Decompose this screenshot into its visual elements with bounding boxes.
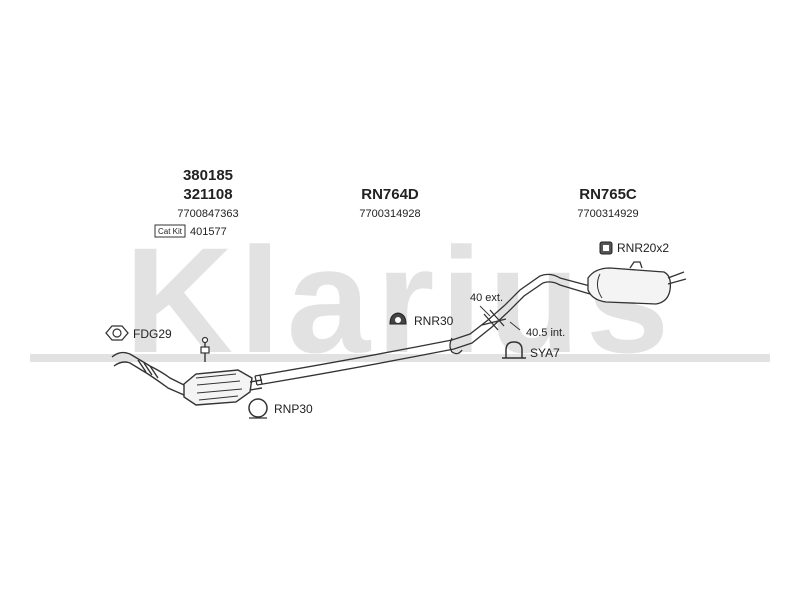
int-leader	[509, 321, 521, 331]
part-number-380185: 380185	[183, 167, 233, 184]
tailpipe	[667, 271, 687, 285]
oem-number: 7700314928	[359, 208, 420, 220]
fitting-label-sya7: SYA7	[530, 346, 560, 360]
catkit-ref: 401577	[190, 226, 227, 238]
catkit-label: Cat Kit	[158, 227, 183, 236]
fitting-label-fdg29: FDG29	[133, 327, 172, 341]
silencer-seam	[596, 273, 603, 299]
middle-pipe-end	[254, 375, 258, 386]
rear-pipe-bottom	[507, 281, 591, 313]
part-number-321108: 321108	[183, 186, 232, 203]
catalytic-converter	[111, 351, 263, 406]
clamp-sya7: SYA7	[502, 341, 560, 360]
oem-number: 7700847363	[177, 208, 238, 220]
rubber-mount-rnr30: RNR30	[389, 312, 454, 328]
middle-pipe-top	[254, 304, 506, 377]
part-number-rn764d: RN764D	[361, 186, 419, 203]
middle-pipe-bottom	[256, 311, 509, 386]
fitting-label-rnr20: RNR20x2	[617, 241, 669, 255]
rear-pipe-top	[504, 273, 591, 306]
group-catalytic: 380185 321108 7700847363 Cat Kit 401577	[154, 167, 239, 238]
group-rear-silencer: RN765C 7700314929	[577, 186, 638, 220]
silencer-body	[587, 267, 672, 305]
gasket-hole	[112, 328, 122, 338]
rubber-mount-hole	[395, 317, 401, 323]
fitting-label-rnr30: RNR30	[414, 314, 454, 328]
catkit-badge	[154, 224, 186, 238]
middle-pipe	[254, 304, 509, 386]
rear-section	[504, 261, 687, 313]
lambda-sensor-icon	[200, 336, 210, 362]
cat-body	[183, 369, 253, 406]
ring-icon	[248, 398, 268, 418]
oem-number: 7700314929	[577, 208, 638, 220]
ring-rnp30: RNP30	[248, 398, 313, 419]
rubber-mount-rnr20: RNR20x2	[599, 241, 669, 255]
silencer-bracket	[629, 261, 643, 269]
hanger-loop	[449, 337, 463, 355]
joint-marks	[479, 305, 521, 331]
note-ext: 40 ext.	[470, 292, 503, 304]
fitting-label-rnp30: RNP30	[274, 402, 313, 416]
clamp-lines	[481, 309, 507, 331]
ext-leader	[479, 305, 491, 317]
cat-ribs	[195, 373, 243, 401]
watermark-underline	[30, 354, 770, 362]
flex-section	[137, 359, 159, 379]
gasket-fdg29: FDG29	[105, 325, 172, 341]
watermark: Klarius	[30, 216, 770, 384]
group-middle-pipe: RN764D 7700314928	[359, 186, 420, 220]
rubber-block-hole	[603, 245, 609, 251]
middle-pipe-end-inner	[259, 374, 263, 385]
note-int: 40.5 int.	[526, 327, 565, 339]
clamp-icon	[505, 341, 523, 358]
part-number-rn765c: RN765C	[579, 186, 637, 203]
downpipe-lower	[113, 361, 185, 396]
